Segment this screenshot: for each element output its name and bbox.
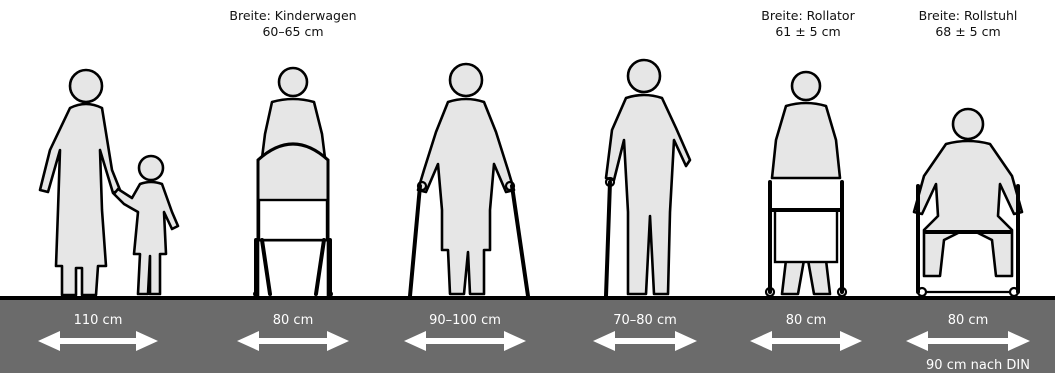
ground-band (0, 298, 1055, 373)
width-label-stroller: 80 cm (273, 313, 314, 328)
width-label-cane: 70–80 cm (613, 313, 677, 328)
person-with-crutches-figure (410, 64, 528, 296)
width-label-rollator: 80 cm (786, 313, 827, 328)
width-label-crutches: 90–100 cm (429, 313, 501, 328)
width-label-wheelchair: 80 cm (948, 313, 989, 328)
person-with-cane-figure (606, 60, 690, 296)
rollator-width-title: Breite: Rollator (761, 8, 855, 23)
person-with-stroller-figure (253, 68, 333, 297)
stroller-width-title: Breite: Kinderwagen (229, 8, 356, 23)
stroller-width-value: 60–65 cm (262, 24, 323, 39)
person-in-wheelchair-figure (914, 109, 1022, 296)
wheelchair-width-title: Breite: Rollstuhl (919, 8, 1018, 23)
rollator-width-value: 61 ± 5 cm (775, 24, 840, 39)
width-label-110cm: 110 cm (74, 313, 123, 328)
person-with-rollator-figure (766, 72, 846, 296)
wheelchair-width-value: 68 ± 5 cm (935, 24, 1000, 39)
woman-holding-child-figure (40, 70, 178, 295)
din-note: 90 cm nach DIN (926, 358, 1030, 373)
